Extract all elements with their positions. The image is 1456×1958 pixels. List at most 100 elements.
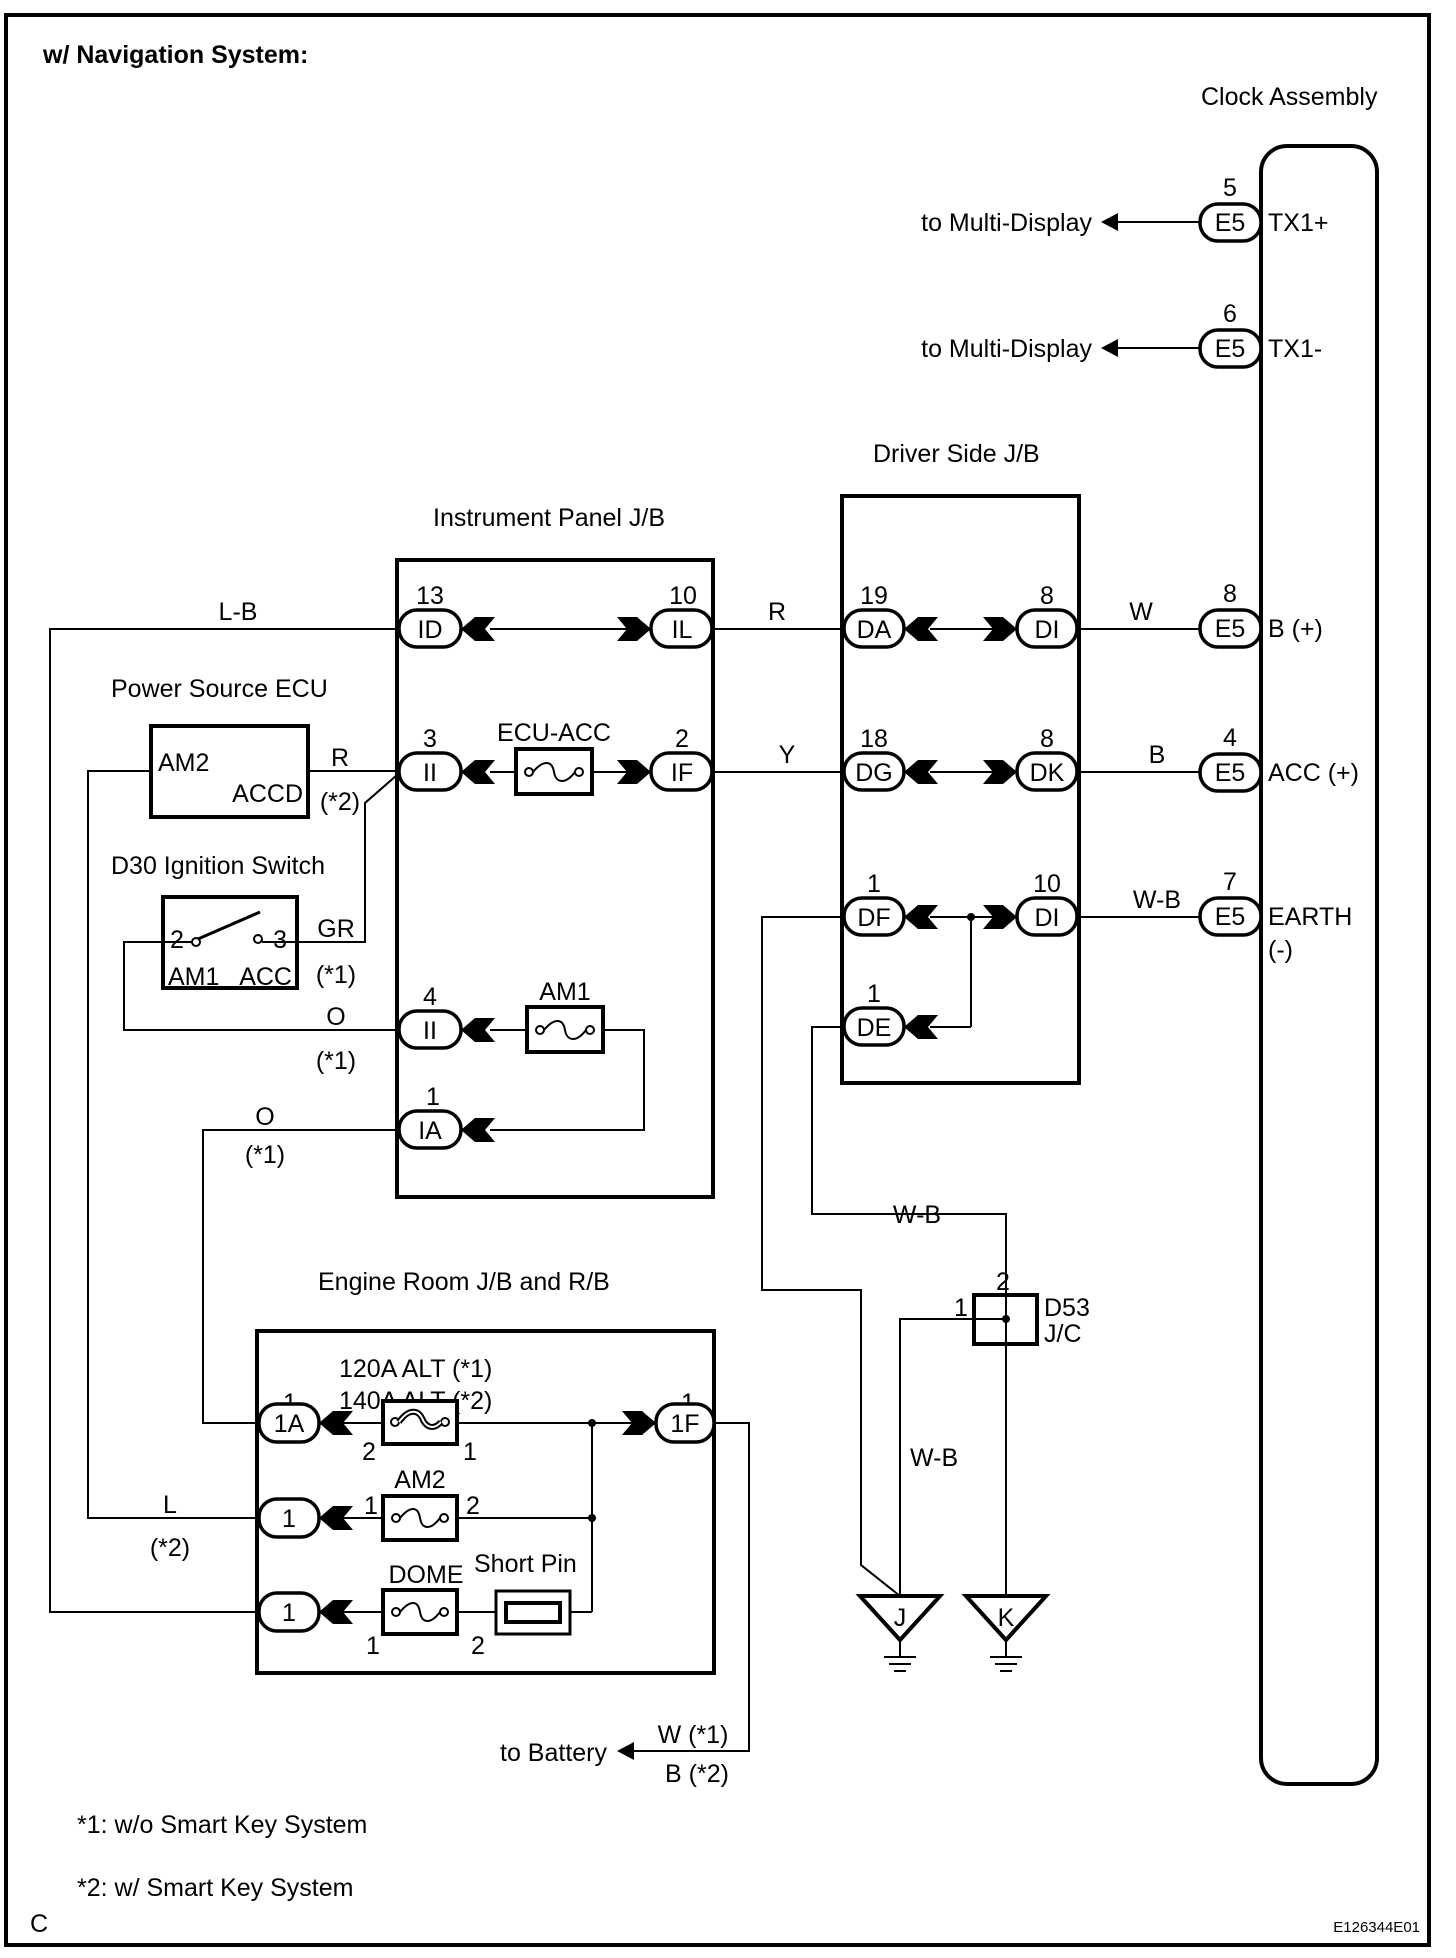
male-terminal-icon — [617, 760, 651, 784]
wire-l — [87, 770, 257, 1519]
svg-text:E5: E5 — [1215, 903, 1246, 931]
wire-color: W — [1129, 598, 1153, 626]
svg-text:1F: 1F — [670, 1410, 699, 1438]
female-terminal-icon — [904, 760, 938, 784]
svg-text:19: 19 — [860, 582, 888, 610]
fuse-icon — [381, 1588, 459, 1636]
svg-text:IA: IA — [418, 1117, 442, 1145]
driver-jb-box — [840, 494, 1081, 1085]
svg-text:II: II — [423, 759, 437, 787]
svg-text:2: 2 — [675, 725, 689, 753]
svg-text:B (+): B (+) — [1268, 615, 1323, 643]
arrow-left-icon — [617, 1742, 634, 1760]
svg-text:DOME: DOME — [389, 1561, 464, 1589]
wire-color: L — [163, 1491, 177, 1519]
female-terminal-icon — [461, 1018, 495, 1042]
male-terminal-icon — [983, 905, 1017, 929]
svg-text:1: 1 — [426, 1083, 440, 1111]
svg-text:ACC: ACC — [239, 963, 292, 991]
svg-text:1: 1 — [282, 1599, 296, 1627]
male-terminal-icon — [983, 617, 1017, 641]
wire-color: O — [255, 1103, 274, 1131]
svg-text:10: 10 — [1033, 870, 1061, 898]
svg-text:2: 2 — [466, 1492, 480, 1520]
ignition-switch: 2 3 AM1 ACC — [161, 895, 299, 991]
ignition-switch-label: D30 Ignition Switch — [111, 852, 325, 880]
ground-point-k: K — [961, 1594, 1051, 1672]
svg-text:120A ALT (*1): 120A ALT (*1) — [339, 1355, 492, 1383]
engine-room-row-am2: 1 AM2 1 2 Short Pin — [257, 1466, 596, 1578]
svg-text:2: 2 — [996, 1268, 1010, 1296]
female-terminal-icon — [319, 1600, 353, 1624]
wire-color: W-B — [910, 1444, 958, 1472]
clock-assembly-label: Clock Assembly — [1201, 83, 1378, 111]
fuse-icon — [381, 1494, 459, 1542]
svg-text:D53: D53 — [1044, 1294, 1090, 1322]
battery-dest-label: to Battery — [500, 1739, 607, 1767]
female-terminal-icon — [319, 1506, 353, 1530]
svg-text:AM1: AM1 — [539, 978, 590, 1006]
junction-dot — [967, 913, 975, 921]
driver-jb-label: Driver Side J/B — [873, 440, 1040, 468]
svg-text:1: 1 — [282, 1505, 296, 1533]
female-terminal-icon — [319, 1411, 353, 1435]
wire-color: W-B — [893, 1201, 941, 1229]
arrow-left-icon — [1101, 213, 1118, 231]
connector-il — [649, 608, 714, 649]
svg-text:2: 2 — [471, 1632, 485, 1660]
wire-color: O — [326, 1003, 345, 1031]
svg-text:DA: DA — [857, 616, 892, 644]
svg-text:4: 4 — [1223, 724, 1237, 752]
svg-text:ID: ID — [418, 616, 443, 644]
arrow-left-icon — [1101, 339, 1118, 357]
svg-text:J/C: J/C — [1044, 1320, 1082, 1348]
svg-text:DF: DF — [857, 904, 890, 932]
svg-text:8: 8 — [1040, 582, 1054, 610]
wire-color: W (*1) — [658, 1721, 729, 1749]
svg-text:(*2): (*2) — [150, 1534, 190, 1562]
engine-room-row-1a: 1 1A 2 1 1 1F — [257, 1389, 716, 1466]
junction-dot — [588, 1514, 596, 1522]
fuse-icon — [514, 747, 594, 796]
svg-text:AM2: AM2 — [158, 749, 209, 777]
svg-text:IF: IF — [671, 759, 693, 787]
power-source-ecu-label: Power Source ECU — [111, 675, 328, 703]
connector-da — [842, 608, 906, 649]
switch-lever-icon — [197, 910, 261, 941]
wire-gr — [262, 774, 398, 943]
outer-frame — [4, 13, 1431, 1947]
male-terminal-icon — [617, 617, 651, 641]
svg-text:10: 10 — [669, 582, 697, 610]
wire-o-am1 — [123, 941, 399, 1031]
svg-text:7: 7 — [1223, 868, 1237, 896]
instrument-jb-row-ia: 1 IA — [397, 1083, 495, 1150]
svg-text:(-): (-) — [1268, 936, 1293, 964]
svg-text:4: 4 — [423, 983, 437, 1011]
driver-jb-row-df: 1 DF 10 DI W-B — [842, 870, 1200, 1028]
svg-text:ACCD: ACCD — [232, 780, 303, 808]
svg-text:E5: E5 — [1215, 335, 1246, 363]
svg-text:13: 13 — [416, 582, 444, 610]
short-pin-icon — [494, 1589, 572, 1636]
svg-text:K: K — [998, 1604, 1015, 1632]
svg-text:3: 3 — [423, 725, 437, 753]
svg-text:DK: DK — [1030, 759, 1065, 787]
svg-text:1: 1 — [364, 1492, 378, 1520]
svg-text:DI: DI — [1035, 616, 1060, 644]
svg-text:18: 18 — [860, 725, 888, 753]
note-1: *1: w/o Smart Key System — [77, 1811, 367, 1839]
connector-if — [649, 751, 714, 792]
male-terminal-icon — [983, 760, 1017, 784]
wire-l-b — [49, 628, 399, 1613]
driver-jb-row-dg: Y 18 DG 8 DK B — [713, 725, 1200, 792]
svg-text:6: 6 — [1223, 300, 1237, 328]
connector-e5 — [1198, 328, 1263, 369]
svg-text:AM2: AM2 — [394, 1466, 445, 1494]
svg-text:8: 8 — [1223, 580, 1237, 608]
svg-text:1A: 1A — [274, 1410, 305, 1438]
svg-text:2: 2 — [170, 926, 184, 954]
svg-text:ECU-ACC: ECU-ACC — [497, 719, 611, 747]
instrument-jb-row-ii-am1: 4 II AM1 — [397, 978, 645, 1131]
svg-text:DE: DE — [857, 1014, 892, 1042]
